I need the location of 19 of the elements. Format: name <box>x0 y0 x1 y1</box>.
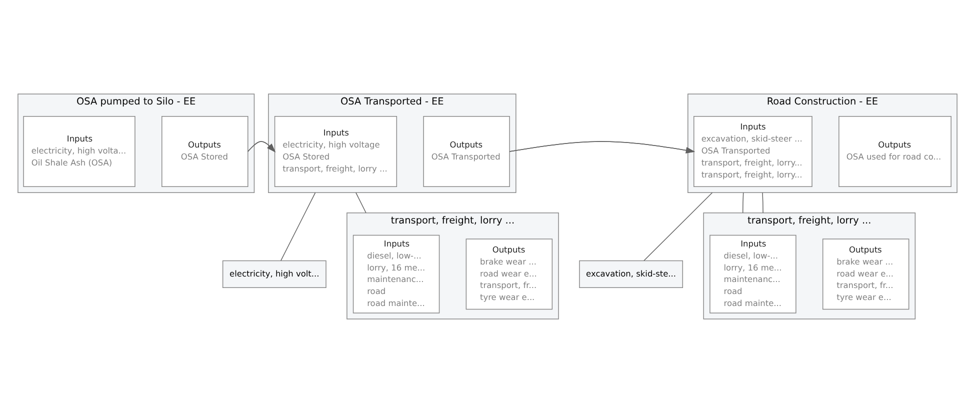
connector <box>742 192 744 213</box>
connector <box>356 192 366 213</box>
arrow <box>509 140 695 153</box>
node-box: Inputs electricity, high volta... Oil Shale Ash (OSA) <box>23 116 136 187</box>
node-box: Inputs electricity, high voltage OSA Stored transport, freight, lorry ... <box>274 116 398 187</box>
node-box: electricity, high volt... <box>222 260 326 288</box>
node-box: Outputs OSA Transported <box>423 116 510 187</box>
connector <box>762 192 764 213</box>
connector <box>280 192 316 260</box>
node-box: Inputs excavation, skid-steer ... OSA Transported transport, freight, lorry... transport, freight, lorry... <box>694 116 812 187</box>
node-box: excavation, skid-ste... <box>579 260 684 288</box>
node-box: Inputs diesel, low-... lorry, 16 me... maintenanc... road road mainte... <box>710 234 796 313</box>
node-box: Inputs diesel, low-... lorry, 16 me... maintenanc... road road mainte... <box>352 234 440 313</box>
node-box: Outputs brake wear ... road wear e... transport, fr... tyre wear e... <box>466 238 553 310</box>
arrow <box>248 140 276 152</box>
node-box: Outputs OSA Stored <box>162 116 248 187</box>
connector <box>644 192 713 260</box>
node-box: Outputs brake wear ... road wear e... transport, fr... tyre wear e... <box>822 238 910 310</box>
node-box: Outputs OSA used for road co... <box>838 116 952 187</box>
